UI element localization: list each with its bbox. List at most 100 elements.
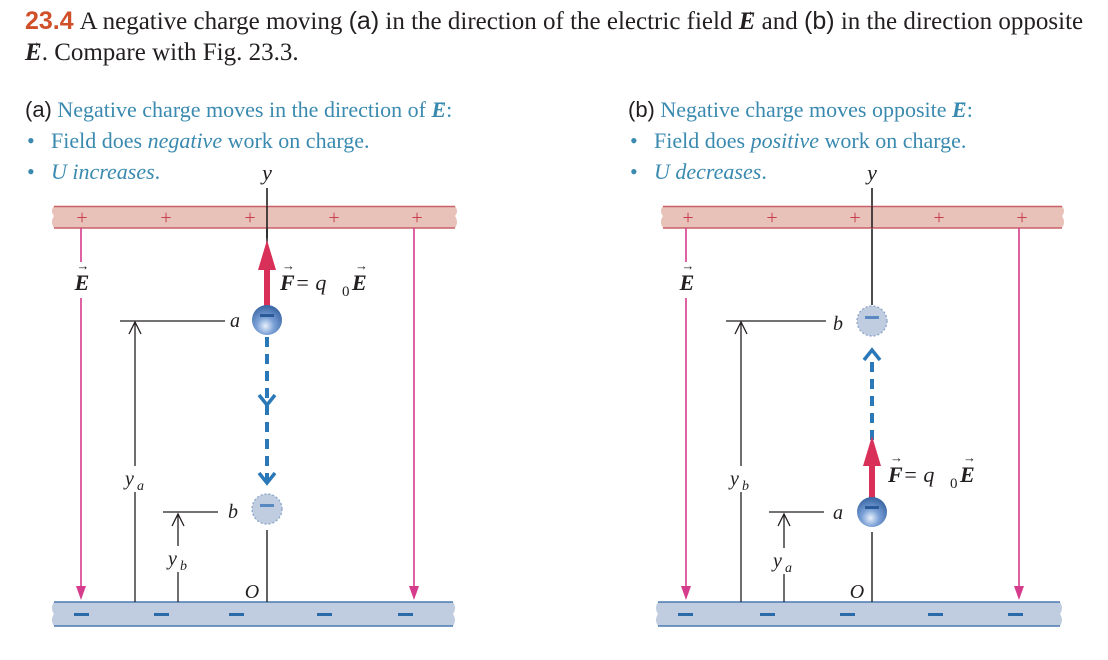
plate-minus-signs bbox=[678, 613, 1023, 616]
force-label: F → = q 0 E → bbox=[887, 450, 976, 492]
charge-minus-sign bbox=[865, 316, 879, 319]
svg-text:b: b bbox=[742, 479, 749, 494]
svg-text:= q: = q bbox=[295, 270, 326, 295]
e-vector-symbol: E bbox=[25, 37, 42, 68]
vector-arrow-icon: → bbox=[890, 450, 903, 465]
field-label: E bbox=[74, 270, 90, 295]
svg-text:b: b bbox=[180, 559, 187, 574]
vector-arrow-icon: → bbox=[682, 258, 695, 273]
minus-sign bbox=[1008, 613, 1023, 616]
plate-plus-signs: + + + + + bbox=[682, 207, 1027, 229]
field-arrowhead bbox=[1014, 586, 1024, 600]
negative-charge-b bbox=[251, 493, 283, 525]
plus-sign: + bbox=[849, 207, 860, 229]
charge-minus-sign bbox=[865, 506, 879, 509]
plus-sign: + bbox=[682, 207, 693, 229]
vector-arrow-icon: → bbox=[963, 450, 976, 465]
minus-sign bbox=[154, 613, 169, 616]
panel-b-bullet-1: •Field does positive work on charge. bbox=[630, 128, 967, 153]
svg-text:0: 0 bbox=[950, 476, 958, 492]
panel-a-bullet-1: •Field does negative work on charge. bbox=[27, 128, 370, 153]
point-a-label: a bbox=[230, 310, 240, 332]
charge-minus-sign bbox=[260, 314, 274, 317]
path-chevron-up-icon bbox=[862, 347, 882, 362]
negative-charge-b bbox=[856, 305, 888, 337]
path-chevron-down-icon bbox=[257, 393, 277, 408]
point-a-label: a bbox=[833, 502, 843, 524]
charge-minus-sign bbox=[260, 504, 274, 507]
force-arrow-shaft bbox=[869, 460, 875, 500]
vector-arrow-icon: → bbox=[282, 258, 295, 273]
minus-sign bbox=[678, 613, 693, 616]
panel-b-description: (b) Negative charge moves opposite E: •F… bbox=[628, 94, 973, 187]
arrow-up-icon bbox=[734, 320, 748, 335]
plus-sign: + bbox=[933, 207, 944, 229]
negative-plate bbox=[656, 602, 1062, 626]
force-arrow-shaft bbox=[264, 262, 270, 310]
plate-plus-signs: + + + + + bbox=[76, 207, 422, 229]
plus-sign: + bbox=[411, 207, 422, 229]
positive-plate bbox=[661, 206, 1064, 228]
svg-text:a: a bbox=[137, 479, 144, 494]
plus-sign: + bbox=[160, 207, 171, 229]
e-vector-symbol: E bbox=[952, 94, 967, 125]
svg-text:y: y bbox=[123, 468, 134, 490]
caption-a-tag: (a) bbox=[348, 7, 380, 35]
plus-sign: + bbox=[328, 207, 339, 229]
panel-a-diagram: y + + + + + E → bbox=[52, 160, 457, 627]
negative-charge-a bbox=[252, 305, 282, 335]
field-arrowhead bbox=[681, 586, 691, 600]
arrow-up-icon bbox=[777, 512, 791, 527]
force-arrowhead bbox=[258, 240, 276, 270]
force-label: F → = q 0 E → bbox=[279, 258, 368, 300]
panel-b-heading: (b) Negative charge moves opposite E: bbox=[628, 94, 973, 125]
minus-sign bbox=[760, 613, 775, 616]
force-arrowhead bbox=[863, 436, 881, 466]
origin-label: O bbox=[850, 581, 864, 603]
minus-sign bbox=[317, 613, 332, 616]
path-chevron-down-icon bbox=[257, 471, 277, 486]
svg-text:F: F bbox=[887, 462, 903, 487]
panel-a-bullet-2: •U increases. bbox=[27, 159, 161, 184]
svg-text:E: E bbox=[351, 270, 367, 295]
plus-sign: + bbox=[766, 207, 777, 229]
minus-sign bbox=[928, 613, 943, 616]
e-vector-symbol: E bbox=[431, 94, 446, 125]
negative-plate bbox=[52, 602, 455, 626]
plate-minus-signs bbox=[74, 613, 413, 616]
arrow-up-icon bbox=[171, 512, 185, 527]
e-vector-symbol: E bbox=[739, 6, 756, 37]
svg-text:F: F bbox=[279, 270, 295, 295]
point-b-label: b bbox=[833, 313, 843, 335]
negative-charge-a bbox=[857, 497, 887, 527]
arrow-up-icon bbox=[128, 320, 142, 335]
origin-label: O bbox=[245, 581, 259, 603]
vector-arrow-icon: → bbox=[355, 258, 368, 273]
svg-text:y: y bbox=[771, 550, 782, 572]
plus-sign: + bbox=[1016, 207, 1027, 229]
caption-b-tag: (b) bbox=[804, 7, 835, 35]
panel-b-bullet-2: •U decreases. bbox=[630, 159, 767, 184]
svg-text:E: E bbox=[959, 462, 975, 487]
plus-sign: + bbox=[244, 207, 255, 229]
svg-text:y: y bbox=[166, 548, 177, 570]
minus-sign bbox=[74, 613, 89, 616]
plus-sign: + bbox=[76, 207, 87, 229]
positive-plate bbox=[52, 206, 457, 228]
svg-text:= q: = q bbox=[903, 462, 934, 487]
field-arrowhead bbox=[76, 586, 86, 600]
svg-text:0: 0 bbox=[342, 284, 350, 300]
svg-text:y: y bbox=[728, 468, 739, 490]
panel-a-description: (a) Negative charge moves in the directi… bbox=[25, 94, 452, 187]
panel-a-heading: (a) Negative charge moves in the directi… bbox=[25, 94, 452, 125]
y-axis-label: y bbox=[260, 160, 272, 185]
field-label: E bbox=[679, 270, 695, 295]
minus-sign bbox=[398, 613, 413, 616]
panel-b-diagram: y + + + + + E → bbox=[656, 160, 1064, 627]
field-arrowhead bbox=[409, 586, 419, 600]
point-b-label: b bbox=[228, 501, 238, 523]
svg-text:a: a bbox=[785, 561, 792, 576]
y-axis-label: y bbox=[865, 160, 877, 185]
